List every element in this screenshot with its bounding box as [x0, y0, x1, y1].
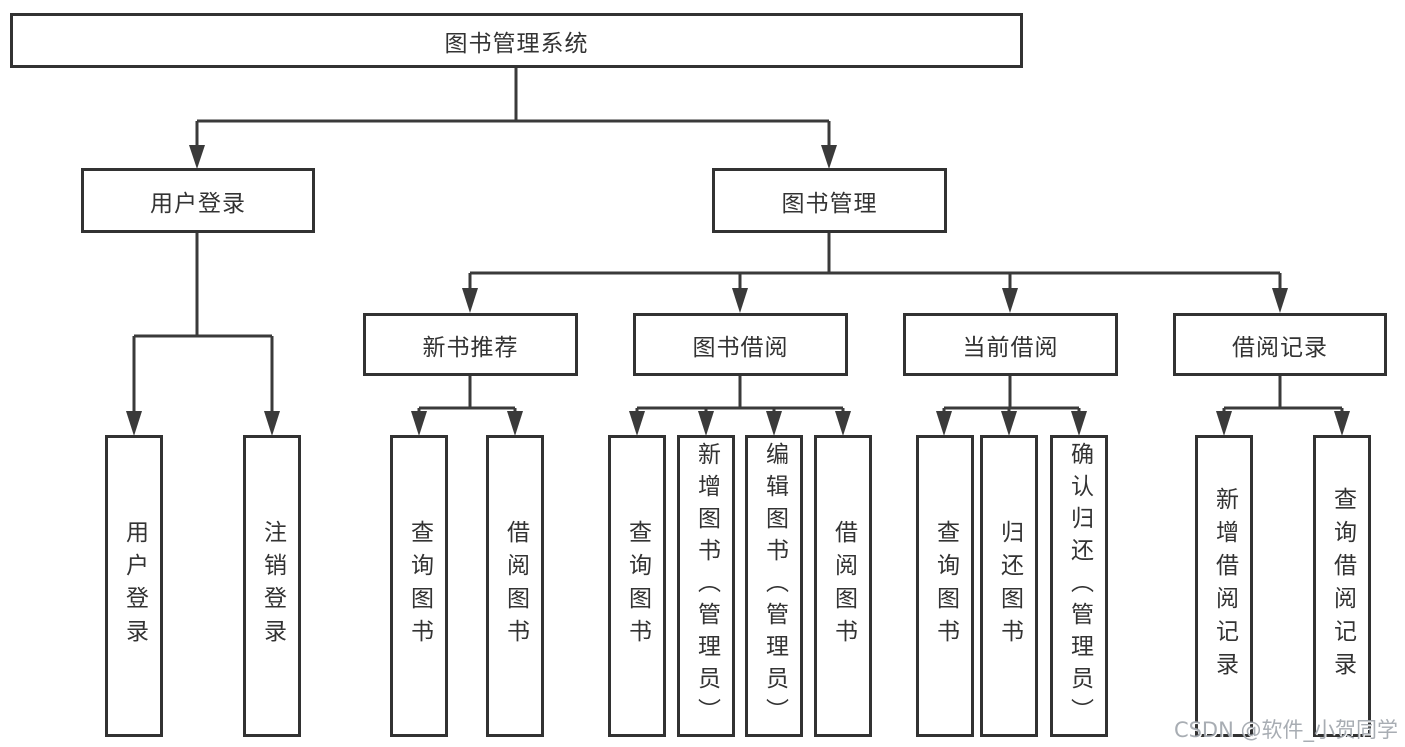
leaf-borrowing-query-books-label: 查询图书	[624, 520, 651, 652]
node-book-borrowing: 图书借阅	[633, 313, 848, 376]
leaf-recommend-query-books: 查询图书	[390, 435, 448, 737]
node-borrowing-records: 借阅记录	[1173, 313, 1387, 376]
leaf-borrowing-borrow-books: 借阅图书	[814, 435, 872, 737]
leaf-records-query-record-label: 查询借阅记录	[1329, 487, 1356, 685]
leaf-recommend-borrow-books: 借阅图书	[486, 435, 544, 737]
node-book-management: 图书管理	[712, 168, 947, 233]
leaf-user-login-label: 用户登录	[121, 520, 148, 652]
leaf-current-confirm-return-admin: 确认归还（管理员）	[1050, 435, 1108, 737]
node-root: 图书管理系统	[10, 13, 1023, 68]
node-root-label: 图书管理系统	[444, 30, 589, 57]
csdn-watermark: CSDN @软件_小贺同学	[1173, 718, 1398, 742]
leaf-borrowing-add-books-admin-label: 新增图书（管理员）	[693, 442, 720, 730]
leaf-recommend-query-books-label: 查询图书	[406, 520, 433, 652]
leaf-user-login: 用户登录	[105, 435, 163, 737]
leaf-logout: 注销登录	[243, 435, 301, 737]
node-book-borrowing-label: 图书借阅	[692, 334, 789, 361]
leaf-borrowing-query-books: 查询图书	[608, 435, 666, 737]
leaf-current-return-books: 归还图书	[980, 435, 1038, 737]
node-user-login-label: 用户登录	[150, 190, 246, 217]
leaf-current-query-books: 查询图书	[916, 435, 974, 737]
leaf-borrowing-edit-books-admin: 编辑图书（管理员）	[745, 435, 803, 737]
leaf-borrowing-add-books-admin: 新增图书（管理员）	[677, 435, 735, 737]
node-borrowing-records-label: 借阅记录	[1232, 334, 1328, 361]
leaf-logout-label: 注销登录	[259, 520, 286, 652]
leaf-records-add-record: 新增借阅记录	[1195, 435, 1253, 737]
node-current-borrowing-label: 当前借阅	[962, 334, 1059, 361]
leaf-records-add-record-label: 新增借阅记录	[1211, 487, 1238, 685]
leaf-recommend-borrow-books-label: 借阅图书	[502, 520, 529, 652]
node-new-book-recommendation: 新书推荐	[363, 313, 578, 376]
node-new-book-recommendation-label: 新书推荐	[422, 334, 519, 361]
leaf-borrowing-edit-books-admin-label: 编辑图书（管理员）	[761, 442, 788, 730]
leaf-borrowing-borrow-books-label: 借阅图书	[830, 520, 857, 652]
node-current-borrowing: 当前借阅	[903, 313, 1118, 376]
leaf-current-query-books-label: 查询图书	[932, 520, 959, 652]
leaf-records-query-record: 查询借阅记录	[1313, 435, 1371, 737]
node-book-management-label: 图书管理	[781, 190, 878, 217]
leaf-current-return-books-label: 归还图书	[996, 520, 1023, 652]
leaf-current-confirm-return-admin-label: 确认归还（管理员）	[1066, 442, 1093, 730]
node-user-login: 用户登录	[81, 168, 315, 233]
